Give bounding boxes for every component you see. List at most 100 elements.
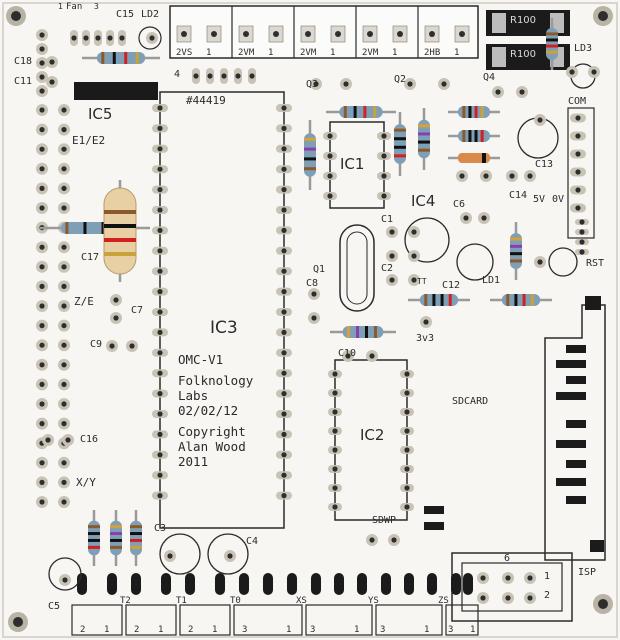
solder-pad — [164, 550, 176, 562]
screw-terminal — [375, 573, 443, 636]
c8-label: C8 — [306, 278, 319, 289]
conn-pin-a: 3 — [310, 625, 316, 635]
header-pin-label: 1 — [454, 48, 460, 58]
solder-pad — [308, 288, 320, 300]
sdcard-pad — [566, 496, 586, 504]
solder-pad — [328, 389, 342, 397]
screw-terminal — [71, 573, 123, 636]
solder-pad — [276, 165, 292, 174]
solder-pad — [58, 123, 70, 136]
solder-pad — [276, 491, 292, 500]
sdcard-pad — [590, 540, 604, 552]
solder-pad — [570, 149, 586, 159]
solder-pad — [36, 339, 48, 352]
credit-line: OMC-V1 — [178, 352, 224, 367]
c15-label: C15 — [116, 9, 135, 20]
sdcard-pad — [566, 420, 586, 428]
solder-pad — [570, 185, 586, 195]
e1e2-label: E1/E2 — [72, 134, 106, 147]
conn-pin-a: 2 — [80, 625, 86, 635]
solder-pad — [328, 446, 342, 454]
resistor — [304, 120, 316, 190]
sdcard-pad — [424, 522, 444, 530]
solder-pad — [570, 113, 586, 123]
sdcard-pad — [424, 506, 444, 514]
conn-pin-b: 1 — [286, 625, 292, 635]
solder-pad — [477, 592, 489, 604]
solder-pad — [62, 434, 74, 446]
solder-pad — [58, 162, 70, 175]
sdcard-pad — [566, 460, 586, 468]
c1-label: C1 — [381, 214, 394, 225]
solder-pad — [388, 534, 400, 546]
ys-label: YS — [368, 596, 379, 606]
com-header-outline — [567, 107, 595, 239]
c10-label: C10 — [338, 348, 357, 359]
c7-label: C7 — [131, 305, 144, 316]
header-label: 2VS — [176, 48, 193, 58]
solder-pad — [36, 319, 48, 332]
solder-pad — [323, 152, 337, 160]
c9-label: C9 — [90, 339, 103, 350]
solder-pad — [36, 57, 48, 69]
solder-pad — [36, 280, 48, 293]
r100-bottom-label: R100 — [510, 49, 537, 60]
header-pin — [330, 25, 346, 43]
credit-line: Folknology — [178, 373, 254, 388]
q2-label: Q2 — [394, 74, 407, 85]
credit-line: Labs — [178, 388, 209, 403]
resistor — [408, 294, 470, 306]
header-label: 2VM — [238, 48, 255, 58]
solder-pad — [566, 66, 578, 78]
solder-pad — [276, 410, 292, 418]
solder-pad — [152, 410, 168, 418]
resistor — [330, 326, 396, 338]
solder-pad — [152, 185, 168, 194]
solder-pad — [276, 267, 292, 276]
sdcard-outline — [544, 304, 606, 561]
isp-pin6-label: 6 — [504, 553, 511, 564]
solder-pad — [276, 308, 292, 316]
solder-pad — [36, 123, 48, 136]
solder-pad — [58, 260, 70, 273]
solder-pad — [400, 370, 414, 378]
tt-label: TT — [417, 277, 427, 286]
isp-label: ISP — [578, 567, 597, 578]
solder-pad — [502, 592, 514, 604]
solder-pad — [36, 85, 48, 97]
solder-pad — [152, 206, 168, 214]
solder-pad — [152, 430, 168, 439]
solder-pad — [377, 152, 391, 160]
fan-pin3-label: 3 — [94, 2, 99, 11]
isp-pin2-label: 2 — [544, 590, 551, 601]
screw-terminal — [179, 573, 231, 636]
q4-label: Q4 — [483, 72, 496, 83]
solder-pad — [152, 369, 168, 378]
solder-pad — [310, 78, 322, 90]
solder-pad — [58, 241, 70, 254]
5v-label: 5V — [533, 194, 546, 205]
ic3-label: IC3 — [210, 318, 238, 338]
solder-pad — [408, 250, 420, 262]
header-pin — [238, 25, 254, 43]
solder-pad — [70, 30, 78, 46]
resistor — [82, 52, 160, 64]
0v-label: 0V — [552, 194, 565, 205]
solder-pad — [323, 172, 337, 180]
ic5-label: IC5 — [88, 105, 113, 123]
conn-pin-b: 1 — [158, 625, 164, 635]
solder-pad — [58, 182, 70, 195]
resistor — [326, 106, 396, 118]
solder-pad — [328, 408, 342, 416]
screw-terminal — [125, 573, 177, 636]
conn-pin-b: 1 — [354, 625, 360, 635]
solder-pad — [36, 417, 48, 430]
header-label: 2VM — [300, 48, 317, 58]
solder-pad — [106, 340, 118, 352]
v3v3-label: 3v3 — [416, 333, 435, 344]
solder-pad — [323, 132, 337, 140]
solder-pad — [152, 165, 168, 174]
credit-line: Copyright — [178, 424, 246, 439]
resistor — [448, 106, 500, 118]
solder-pad — [36, 104, 48, 116]
